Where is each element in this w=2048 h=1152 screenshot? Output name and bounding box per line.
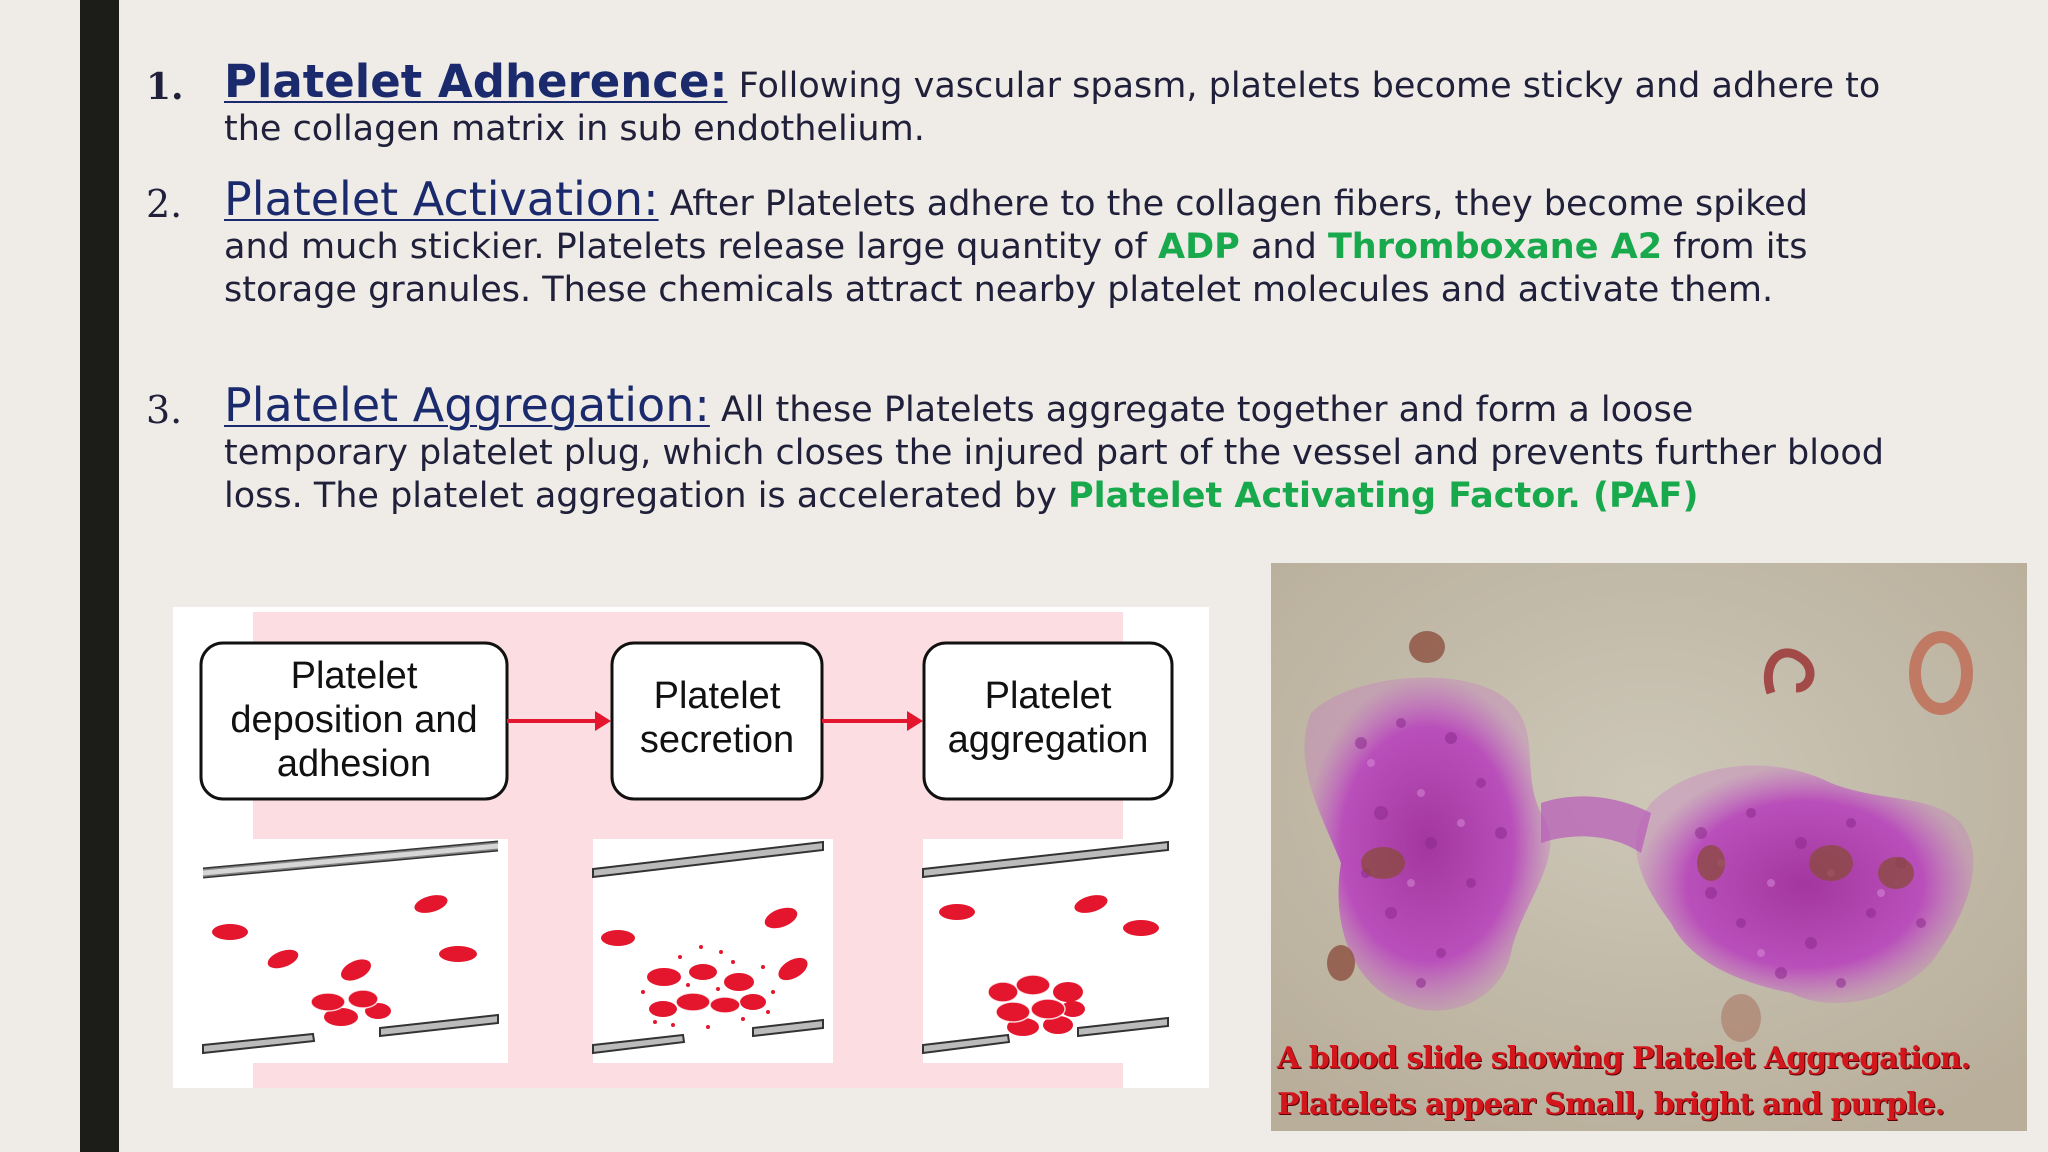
platelets-panel-3 [939, 895, 1159, 1036]
arrow-1-head [595, 711, 611, 731]
item-heading: Platelet Aggregation: [224, 378, 710, 432]
platelets-panel-1 [212, 895, 477, 1026]
highlight-thromboxane: Thromboxane A2 [1327, 227, 1663, 267]
step-label-1: Platelet deposition and adhesion [230, 655, 478, 785]
item-text: All these Platelets aggregate together a… [224, 390, 1884, 516]
list-number: 1. [146, 66, 184, 108]
blood-slide-photo: A blood slide showing Platelet Aggregati… [1271, 563, 2027, 1131]
photo-caption: A blood slide showing Platelet Aggregati… [1277, 1036, 2027, 1128]
highlight-paf: Platelet Activating Factor. (PAF) [1068, 476, 1699, 516]
arrow-2-head [907, 711, 923, 731]
item-text: and [1239, 227, 1328, 267]
list-number: 2. [146, 182, 183, 226]
caption-line-2: Platelets appear Small, bright and purpl… [1277, 1087, 1945, 1122]
item-heading: Platelet Adherence: [224, 55, 728, 108]
highlight-adp: ADP [1158, 227, 1240, 267]
list-item-body: Platelet Activation: After Platelets adh… [224, 176, 1884, 312]
platelets-panel-2 [601, 907, 808, 1029]
caption-line-1: A blood slide showing Platelet Aggregati… [1277, 1041, 1971, 1076]
item-text: After Platelets adhere to the collagen f… [224, 184, 1808, 267]
item-text: Following vascular spasm, platelets beco… [224, 66, 1881, 149]
diagram-graphics [199, 612, 1183, 1088]
list-number: 3. [146, 388, 183, 432]
list-item-body: Platelet Adherence: Following vascular s… [224, 59, 1884, 151]
list-item-body: Platelet Aggregation: All these Platelet… [224, 382, 1884, 518]
step-label-2: Platelet secretion [639, 675, 795, 761]
left-accent-bar [80, 0, 119, 1152]
item-heading: Platelet Activation: [224, 172, 659, 226]
platelet-plug-diagram: Platelet deposition and adhesion Platele… [173, 607, 1209, 1088]
blood-slide-image [1271, 563, 2027, 1131]
step-label-3: Platelet aggregation [947, 675, 1149, 761]
step-box-3 [922, 641, 1174, 801]
item-text: from its storage granules. These chemica… [224, 227, 1808, 310]
